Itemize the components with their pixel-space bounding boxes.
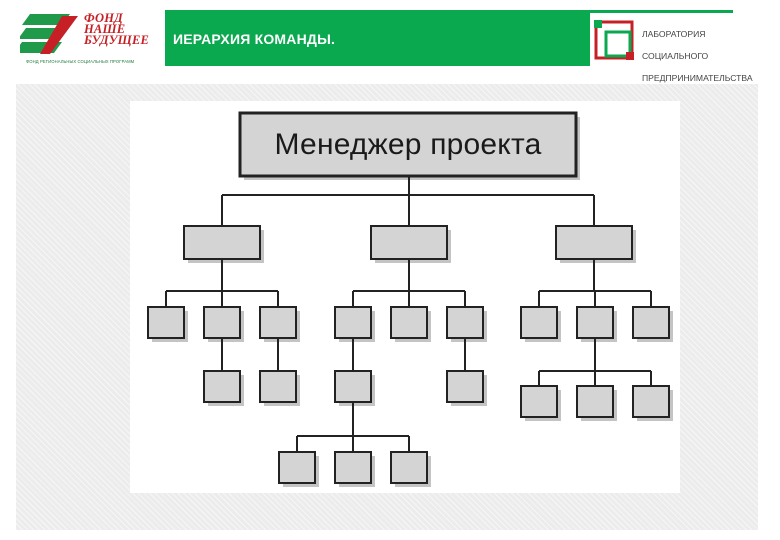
level-3-box (520, 385, 558, 418)
level-2-box (576, 306, 614, 339)
level-2-box (520, 306, 558, 339)
level-3-box (576, 385, 614, 418)
logo-subtitle: ФОНД РЕГИОНАЛЬНЫХ СОЦИАЛЬНЫХ ПРОГРАММ (26, 59, 135, 64)
level-1-box (370, 225, 448, 260)
level-1-box (555, 225, 633, 260)
level-2-box (632, 306, 670, 339)
level-3-box (334, 370, 372, 403)
level-4-box (334, 451, 372, 484)
root-role-label: Менеджер проекта (274, 127, 542, 161)
lab-logo-text: ЛАБОРАТОРИЯ СОЦИАЛЬНОГО ПРЕДПРИНИМАТЕЛЬС… (642, 18, 753, 95)
fond-logo: ФОНД НАШЕ БУДУЩЕЕ ФОНД РЕГИОНАЛЬНЫХ СОЦИ… (20, 12, 160, 68)
level-2-box (390, 306, 428, 339)
lab-logo: ЛАБОРАТОРИЯ СОЦИАЛЬНОГО ПРЕДПРИНИМАТЕЛЬС… (590, 13, 753, 83)
level-2-box (203, 306, 241, 339)
level-3-box (259, 370, 297, 403)
page-title: ИЕРАРХИЯ КОМАНДЫ. (173, 31, 336, 47)
level-3-box (446, 370, 484, 403)
lab-logo-icon (594, 20, 634, 60)
level-4-box (390, 451, 428, 484)
logo-stripes-icon (20, 14, 78, 54)
lab-logo-line: ПРЕДПРИНИМАТЕЛЬСТВА (642, 73, 753, 83)
lab-logo-line: ЛАБОРАТОРИЯ (642, 29, 706, 39)
lab-logo-line: СОЦИАЛЬНОГО (642, 51, 709, 61)
level-2-box (259, 306, 297, 339)
header-bar: ИЕРАРХИЯ КОМАНДЫ. ЛАБОРАТОРИЯ СОЦИАЛЬНОГ… (165, 10, 753, 83)
logo-name-line: ФОНД (84, 11, 123, 25)
level-3-box (632, 385, 670, 418)
logo-name: ФОНД НАШЕ БУДУЩЕЕ (84, 11, 164, 47)
level-2-box (334, 306, 372, 339)
root-box (238, 111, 578, 178)
level-3-box (203, 370, 241, 403)
level-1-box (183, 225, 261, 260)
connector-lines (165, 176, 652, 452)
level-2-box (147, 306, 185, 339)
level-4-box (278, 451, 316, 484)
logo-name-line: БУДУЩЕЕ (84, 33, 150, 47)
level-2-box (446, 306, 484, 339)
logo-name-line: НАШЕ (84, 22, 126, 36)
role-boxes (147, 111, 670, 484)
